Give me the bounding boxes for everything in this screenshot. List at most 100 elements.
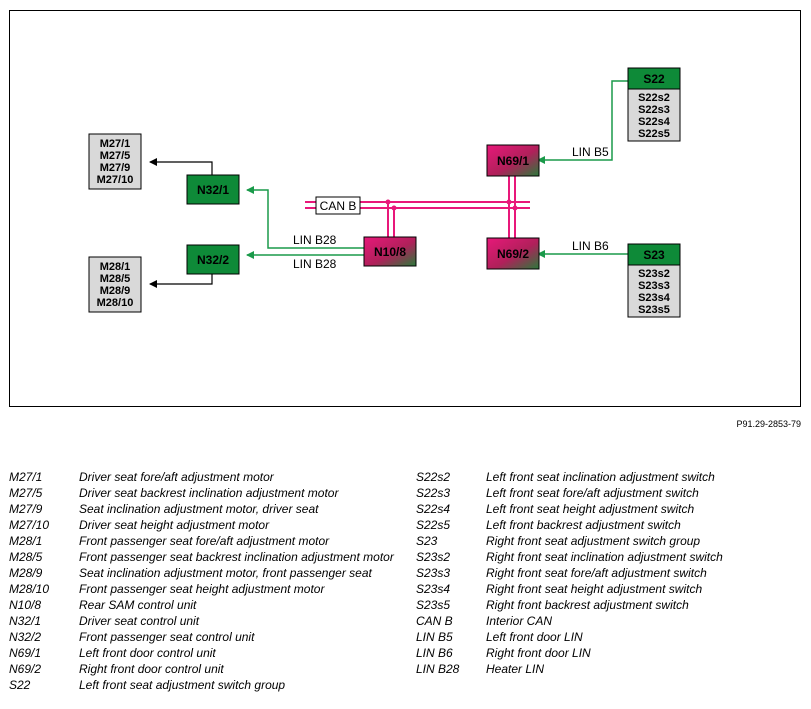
switch-group-s23: S23 S23s2 S23s3 S23s4 S23s5 [627, 243, 681, 318]
legend-description: Left front seat fore/aft adjustment swit… [486, 486, 699, 500]
network-diagram: CAN B LIN B28 LIN B28 LIN B5 LIN B6 N10/… [88, 67, 681, 318]
legend-code: S22 [9, 678, 31, 692]
legend-description: Right front seat fore/aft adjustment swi… [486, 566, 707, 580]
svg-text:S22s2: S22s2 [638, 92, 670, 104]
legend-row: S22s2 Left front seat inclination adjustm… [416, 470, 806, 486]
legend-code: M28/5 [9, 550, 43, 564]
legend-code: S22s3 [416, 486, 451, 500]
svg-text:CAN B: CAN B [320, 199, 357, 213]
svg-text:M27/5: M27/5 [100, 150, 131, 162]
legend-description: Driver seat backrest inclination adjustm… [79, 486, 339, 500]
legend-description: Right front seat adjustment switch group [486, 534, 701, 548]
legend-code: S23s5 [416, 598, 451, 612]
legend-code: S22s4 [416, 502, 451, 516]
legend-description: Front passenger seat control unit [79, 630, 255, 644]
legend-code: M28/9 [9, 566, 43, 580]
svg-text:S23s3: S23s3 [638, 280, 670, 292]
legend-right: S22s2 Left front seat inclination adjustm… [416, 470, 806, 678]
svg-text:S22: S22 [643, 72, 665, 86]
legend-row: CAN B Interior CAN [416, 614, 806, 630]
legend-description: Seat inclination adjustment motor, front… [79, 566, 372, 580]
legend-row: N32/2 Front passenger seat control unit [9, 630, 404, 646]
svg-text:S22s3: S22s3 [638, 104, 670, 116]
legend-description: Right front backrest adjustment switch [486, 598, 689, 612]
svg-text:M27/10: M27/10 [97, 174, 134, 186]
legend-row: LIN B28 Heater LIN [416, 662, 806, 678]
node-n10-8: N10/8 [363, 236, 417, 267]
legend-description: Left front door control unit [79, 646, 216, 660]
legend-description: Right front door control unit [79, 662, 224, 676]
legend-code: S22s5 [416, 518, 451, 532]
legend-code: N32/2 [9, 630, 42, 644]
can-bus-junctions [385, 199, 518, 211]
legend-code: S22s2 [416, 470, 451, 484]
svg-text:N32/1: N32/1 [197, 183, 229, 197]
legend-description: Heater LIN [486, 662, 545, 676]
legend-code: S23s4 [416, 582, 451, 596]
legend-description: Driver seat fore/aft adjustment motor [79, 470, 274, 484]
svg-text:S23s2: S23s2 [638, 268, 670, 280]
lin-b28-lower-label: LIN B28 [293, 257, 337, 271]
legend-code: LIN B6 [416, 646, 453, 660]
legend-row: LIN B6 Right front door LIN [416, 646, 806, 662]
legend-description: Right front seat height adjustment switc… [486, 582, 703, 596]
legend-code: M27/10 [9, 518, 50, 532]
figure-reference: P91.29-2853-79 [736, 419, 801, 429]
legend-code: M27/1 [9, 470, 43, 484]
legend-description: Right front door LIN [486, 646, 591, 660]
legend-description: Right front seat inclination adjustment … [486, 550, 723, 564]
legend-code: N32/1 [9, 614, 42, 628]
legend-code: LIN B28 [416, 662, 460, 676]
svg-text:M28/5: M28/5 [100, 273, 131, 285]
legend-row: M28/10 Front passenger seat height adjust… [9, 582, 404, 598]
legend-row: N69/1 Left front door control unit [9, 646, 404, 662]
legend-description: Interior CAN [486, 614, 553, 628]
legend-description: Rear SAM control unit [79, 598, 197, 612]
legend-row: N10/8 Rear SAM control unit [9, 598, 404, 614]
motor-group-m27: M27/1 M27/5 M27/9 M27/10 [88, 133, 142, 190]
svg-text:N32/2: N32/2 [197, 253, 229, 267]
svg-text:M27/1: M27/1 [100, 138, 131, 150]
svg-text:N69/2: N69/2 [497, 247, 529, 261]
legend-description: Left front seat inclination adjustment s… [486, 470, 715, 484]
legend-row: N69/2 Right front door control unit [9, 662, 404, 678]
legend-code: N69/1 [9, 646, 42, 660]
svg-text:M27/9: M27/9 [100, 162, 131, 174]
svg-text:S23s4: S23s4 [638, 292, 671, 304]
legend-code: CAN B [416, 614, 453, 628]
legend-code: M27/5 [9, 486, 43, 500]
legend-code: M27/9 [9, 502, 43, 516]
legend-description: Driver seat height adjustment motor [79, 518, 270, 532]
svg-text:S22s4: S22s4 [638, 116, 671, 128]
legend-row: S23s5 Right front backrest adjustment swi… [416, 598, 806, 614]
lin-b28-upper-label: LIN B28 [293, 233, 337, 247]
node-n32-1: N32/1 [186, 174, 240, 205]
legend-code: M28/1 [9, 534, 43, 548]
legend-code: LIN B5 [416, 630, 453, 644]
legend-description: Front passenger seat height adjustment m… [79, 582, 325, 596]
svg-text:S23s5: S23s5 [638, 304, 670, 316]
lin-b6-label: LIN B6 [572, 239, 609, 253]
svg-text:N10/8: N10/8 [374, 245, 406, 259]
motor-group-m28: M28/1 M28/5 M28/9 M28/10 [88, 256, 142, 313]
legend-description: Left front door LIN [486, 630, 583, 644]
legend-code: S23 [416, 534, 438, 548]
legend-row: M27/5 Driver seat backrest inclination ad… [9, 486, 404, 502]
legend-row: S23s3 Right front seat fore/aft adjustmen… [416, 566, 806, 582]
legend-code: S23s3 [416, 566, 451, 580]
legend-code: M28/10 [9, 582, 50, 596]
diagram-frame [9, 10, 801, 407]
svg-text:N69/1: N69/1 [497, 154, 529, 168]
legend-row: S22s4 Left front seat height adjustment s… [416, 502, 806, 518]
switch-group-s22: S22 S22s2 S22s3 S22s4 S22s5 [627, 67, 681, 142]
legend-code: N69/2 [9, 662, 42, 676]
legend-row: M28/9 Seat inclination adjustment motor, … [9, 566, 404, 582]
legend-description: Left front seat height adjustment switch [486, 502, 695, 516]
legend-row: M27/1 Driver seat fore/aft adjustment mot… [9, 470, 404, 486]
legend-code: N10/8 [9, 598, 42, 612]
legend-row: LIN B5 Left front door LIN [416, 630, 806, 646]
